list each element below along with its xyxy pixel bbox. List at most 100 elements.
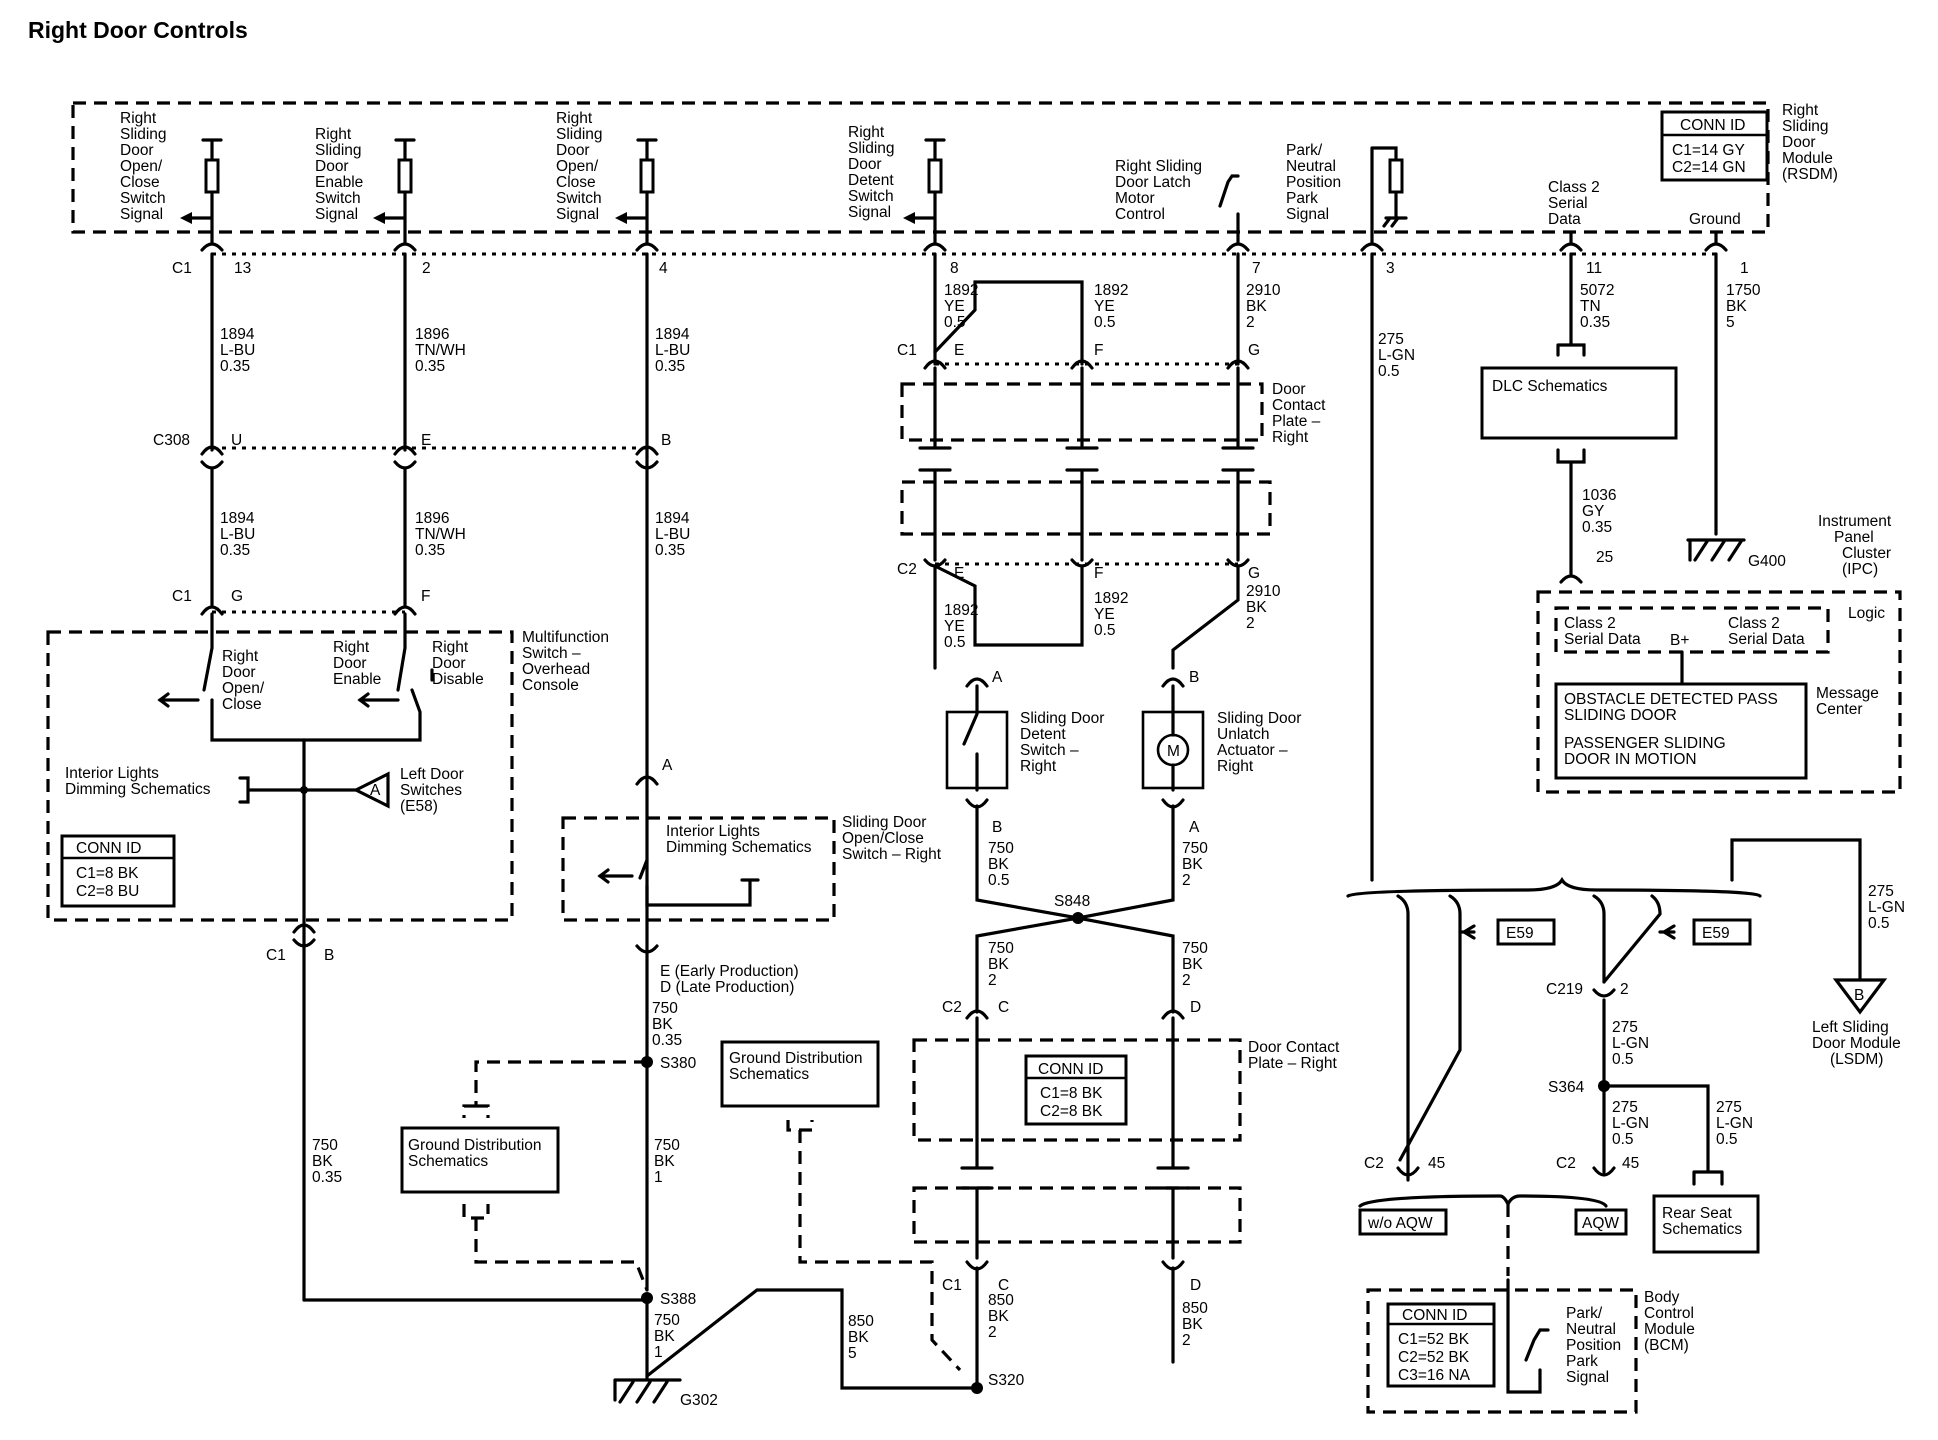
rsdm-signal-7: Class 2 Serial Data bbox=[1548, 179, 1604, 246]
rsdm-c1-connector: C1 13 2 4 8 7 3 11 1 bbox=[172, 242, 1749, 277]
rsdm-signal-1: Right Sliding Door Open/ Close Switch Si… bbox=[120, 110, 223, 246]
svg-text:G: G bbox=[1248, 342, 1260, 359]
svg-text:G302: G302 bbox=[680, 1392, 718, 1409]
svg-text:Park/ Neutral: Park/ Neutral Position Park Signal bbox=[1286, 142, 1345, 223]
svg-text:7: 7 bbox=[1252, 260, 1261, 277]
svg-text:E (Early Production)D (Late Pr: E (Early Production)D (Late Production) bbox=[660, 963, 799, 996]
svg-text:C1: C1 bbox=[266, 947, 286, 964]
svg-text:E59: E59 bbox=[1702, 925, 1730, 942]
rsdm-signal-2: Right Sliding Door Enable Switch Signal bbox=[315, 126, 416, 246]
svg-text:2: 2 bbox=[1620, 981, 1629, 998]
svg-text:A: A bbox=[370, 782, 381, 799]
svg-text:C1: C1 bbox=[942, 1277, 962, 1294]
svg-text:C2=52 BK: C2=52 BK bbox=[1398, 1349, 1470, 1366]
svg-text:C1=8 BK: C1=8 BK bbox=[76, 865, 139, 882]
rsdm-signal-8: Ground bbox=[1689, 211, 1741, 246]
svg-text:C: C bbox=[998, 1277, 1009, 1294]
svg-text:13: 13 bbox=[234, 260, 251, 277]
svg-text:25: 25 bbox=[1596, 549, 1613, 566]
svg-text:Right Sliding: Right Sliding Door Detent Switch Signal bbox=[848, 124, 899, 221]
svg-text:Class 2 Serial: Class 2 Serial Data bbox=[1548, 179, 1604, 228]
svg-text:3: 3 bbox=[1386, 260, 1395, 277]
rsdm-signal-4: Right Sliding Door Detent Switch Signal bbox=[848, 124, 946, 246]
svg-text:E59: E59 bbox=[1506, 925, 1534, 942]
dlc-box: DLC Schematics bbox=[1492, 378, 1608, 395]
svg-text:G400: G400 bbox=[1748, 553, 1786, 570]
svg-text:G: G bbox=[1248, 565, 1260, 582]
multifunction-conn-id-box: CONN ID C1=8 BK C2=8 BU bbox=[60, 834, 176, 908]
svg-text:F: F bbox=[1094, 565, 1103, 582]
message-center-text: OBSTACLE DETECTED PASS SLIDING DOOR PASS… bbox=[1564, 691, 1782, 768]
svg-text:C2: C2 bbox=[897, 561, 917, 578]
svg-text:S364: S364 bbox=[1548, 1079, 1585, 1096]
svg-text:A: A bbox=[1189, 819, 1200, 836]
svg-text:B+: B+ bbox=[1670, 632, 1689, 649]
bcm-conn-id-box: CONN ID C1=52 BK C2=52 BK C3=16 NA bbox=[1386, 1302, 1496, 1388]
svg-text:C2=8 BK: C2=8 BK bbox=[1040, 1103, 1103, 1120]
svg-text:C219: C219 bbox=[1546, 981, 1583, 998]
svg-text:Right Sliding: Right Sliding Door Enable Switch Signal bbox=[315, 126, 368, 223]
svg-text:B: B bbox=[1854, 987, 1864, 1004]
svg-text:S848: S848 bbox=[1054, 893, 1090, 910]
c1-b-connector: C1 B bbox=[266, 923, 334, 964]
svg-text:F: F bbox=[1094, 342, 1103, 359]
svg-text:Logic: Logic bbox=[1848, 605, 1885, 622]
svg-text:F: F bbox=[421, 588, 430, 605]
rsdm-signal-5: Right Sliding Door Latch Motor Control bbox=[1115, 158, 1240, 246]
svg-text:C2: C2 bbox=[1556, 1155, 1576, 1172]
svg-text:Right Sliding: Right Sliding Door Open/ Close Switch Si… bbox=[120, 110, 171, 223]
svg-text:C2=8 BU: C2=8 BU bbox=[76, 883, 139, 900]
rsdm-conn-id-box: CONN ID C1=14 GY C2=14 GN bbox=[1660, 110, 1769, 182]
svg-text:S380: S380 bbox=[660, 1055, 697, 1072]
svg-text:C1=52 BK: C1=52 BK bbox=[1398, 1331, 1470, 1348]
svg-text:C1=14 GY: C1=14 GY bbox=[1672, 142, 1745, 159]
svg-text:Right Sliding: Right Sliding Door Open/ Close Switch Si… bbox=[556, 110, 607, 223]
svg-text:E: E bbox=[421, 432, 431, 449]
svg-text:U: U bbox=[231, 432, 242, 449]
svg-text:A: A bbox=[992, 669, 1003, 686]
